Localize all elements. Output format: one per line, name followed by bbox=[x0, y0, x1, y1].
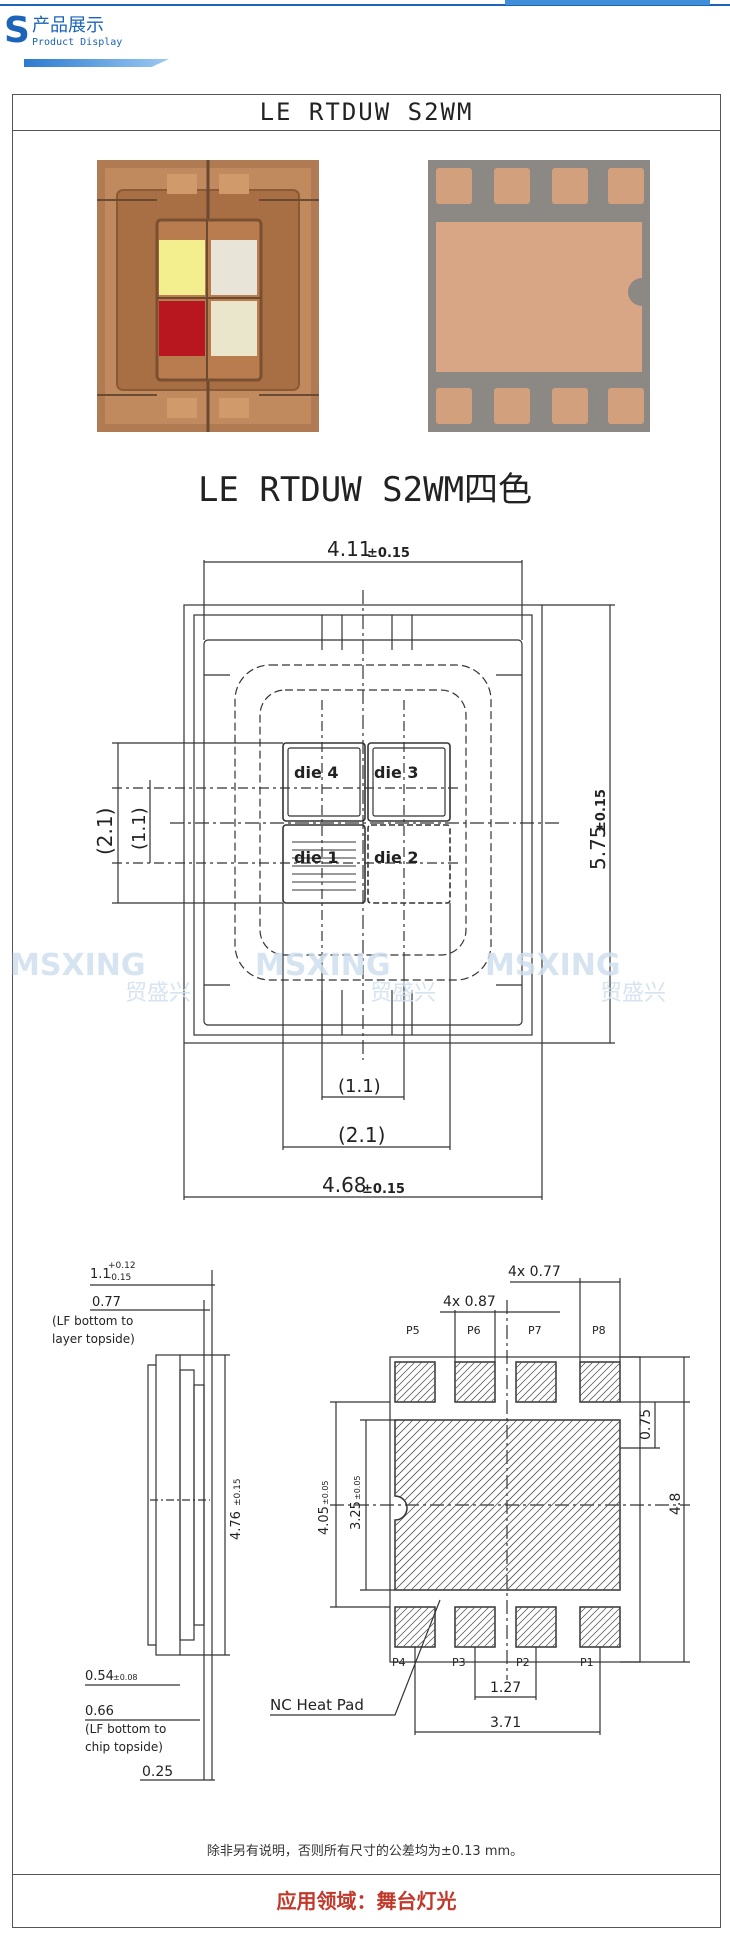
dim-bottom-inner: (1.1) bbox=[338, 1076, 381, 1097]
pin-p3: P3 bbox=[452, 1656, 466, 1669]
side-pad-thickness: 0.54 bbox=[85, 1669, 114, 1684]
die-4-label: die 4 bbox=[294, 763, 339, 782]
height-outer: 4.05 bbox=[317, 1506, 332, 1535]
dim-bottom-outer: (2.1) bbox=[338, 1123, 385, 1147]
side-lf-top: 0.77 bbox=[92, 1295, 121, 1310]
heat-pad-hatch bbox=[395, 1420, 620, 1590]
model-title: LE RTDUW S2WM bbox=[12, 94, 721, 131]
side-base: 0.25 bbox=[142, 1764, 173, 1780]
dim-bottom-tol: ±0.15 bbox=[362, 1182, 405, 1197]
die-yellow bbox=[159, 240, 205, 295]
side-view bbox=[85, 1270, 230, 1781]
watermark-cn-1: 贸盛兴 bbox=[125, 981, 191, 1006]
side-body-height-tol: ±0.15 bbox=[233, 1478, 243, 1506]
side-lf-top-note-2: layer topside) bbox=[52, 1332, 135, 1346]
watermark-en-2: MSXING bbox=[255, 948, 390, 983]
side-lf-chip-note-2: chip topside) bbox=[85, 1740, 163, 1754]
logo-chinese: 产品展示 bbox=[32, 15, 104, 36]
span-label: 3.71 bbox=[490, 1715, 521, 1731]
pin-p4: P4 bbox=[392, 1656, 406, 1669]
side-lf-chip: 0.66 bbox=[85, 1704, 114, 1719]
height-outer-tol: ±0.05 bbox=[321, 1480, 330, 1505]
header-rule bbox=[0, 4, 730, 6]
top-view bbox=[112, 560, 615, 1200]
logo-english: Product Display bbox=[32, 37, 123, 48]
tolerance-note: 除非另有说明，否则所有尺寸的公差均为±0.13 mm。 bbox=[206, 1844, 524, 1859]
right-total: 4.8 bbox=[668, 1493, 684, 1515]
heat-pad-label: NC Heat Pad bbox=[270, 1696, 364, 1714]
led-bottom-photo bbox=[428, 160, 650, 432]
logo-letter: S bbox=[4, 10, 30, 51]
dim-top-tol: ±0.15 bbox=[367, 546, 410, 561]
die-3-label: die 3 bbox=[374, 763, 419, 782]
side-height-tol-minus: -0.15 bbox=[108, 1273, 131, 1283]
page-header: S 产品展示 Product Display bbox=[0, 0, 730, 67]
pitch-label: 1.27 bbox=[490, 1680, 521, 1696]
header-tab bbox=[505, 0, 710, 5]
side-lf-chip-note-1: (LF bottom to bbox=[85, 1722, 166, 1736]
right-small: 0.75 bbox=[638, 1409, 654, 1440]
height-inner: 3.25 bbox=[349, 1501, 364, 1530]
pin-p7: P7 bbox=[528, 1324, 542, 1337]
pin-p5: P5 bbox=[406, 1324, 420, 1337]
watermark-cn-3: 贸盛兴 bbox=[600, 981, 666, 1006]
dim-right-tol: ±0.15 bbox=[594, 789, 609, 832]
dim-left-inner: (1.1) bbox=[129, 807, 150, 850]
watermark-en-1: MSXING bbox=[10, 948, 145, 983]
die-red bbox=[159, 301, 205, 356]
pin-p6: P6 bbox=[467, 1324, 481, 1337]
watermark-cn-2: 贸盛兴 bbox=[370, 981, 436, 1006]
die-1-label: die 1 bbox=[294, 848, 339, 867]
dim-left-outer: (2.1) bbox=[93, 808, 117, 855]
pin-p2: P2 bbox=[516, 1656, 530, 1669]
die-2-label: die 2 bbox=[374, 848, 419, 867]
application-field: 应用领域：舞台灯光 bbox=[12, 1874, 721, 1928]
side-pad-thickness-tol: ±0.08 bbox=[113, 1673, 138, 1682]
side-body-height: 4.76 bbox=[229, 1511, 244, 1540]
dim-right-value: 5.75 bbox=[586, 825, 610, 870]
logo-underline bbox=[24, 59, 169, 67]
side-height: 1.1 bbox=[90, 1267, 111, 1282]
content-frame bbox=[12, 94, 721, 1928]
pin-pad-hatch bbox=[394, 1361, 621, 1648]
led-top-photo bbox=[97, 160, 319, 432]
watermark: MSXING 贸盛兴 MSXING 贸盛兴 MSXING 贸盛兴 bbox=[10, 948, 666, 1006]
dim-top-value: 4.11 bbox=[327, 537, 372, 561]
pin-p1: P1 bbox=[580, 1656, 594, 1669]
pin-p8: P8 bbox=[592, 1324, 606, 1337]
watermark-en-3: MSXING bbox=[485, 948, 620, 983]
dim-bottom-value: 4.68 bbox=[322, 1173, 367, 1197]
pad-pitch-label: 4x 0.87 bbox=[443, 1294, 496, 1310]
side-lf-top-note-1: (LF bottom to bbox=[52, 1314, 133, 1328]
side-height-tol-plus: +0.12 bbox=[108, 1261, 136, 1271]
bottom-view bbox=[270, 1278, 690, 1735]
height-inner-tol: ±0.05 bbox=[353, 1475, 362, 1500]
product-title: LE RTDUW S2WM四色 bbox=[197, 470, 533, 510]
pad-width-label: 4x 0.77 bbox=[508, 1264, 561, 1280]
